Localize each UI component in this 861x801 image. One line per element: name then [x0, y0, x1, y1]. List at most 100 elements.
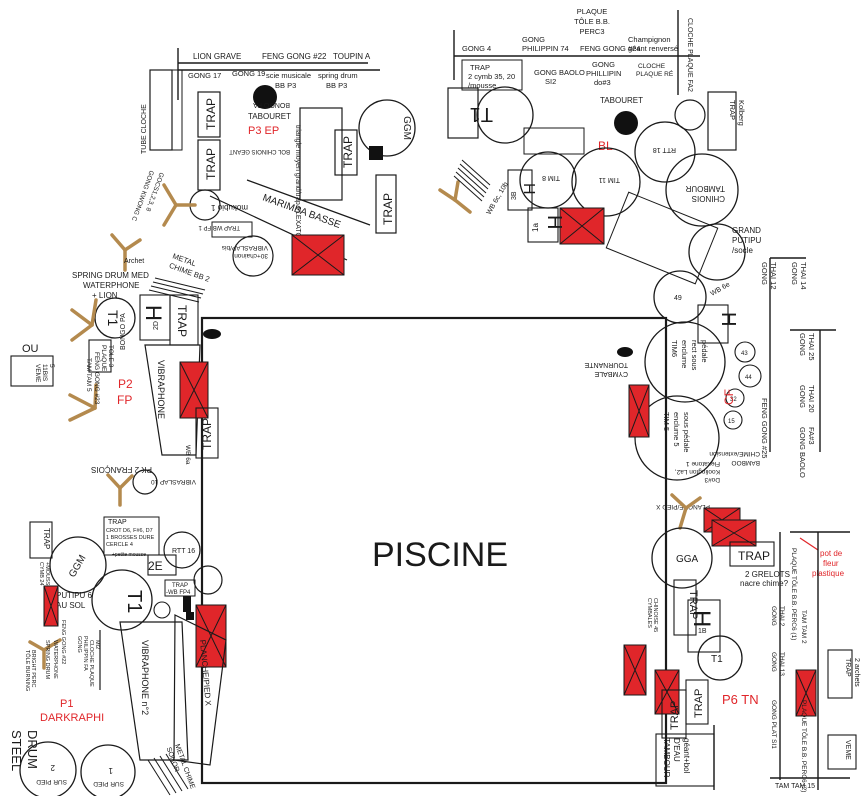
red-case-cross: [291, 234, 345, 276]
label-wb-6a: WB 6a: [184, 445, 191, 465]
vibraslap-circle: [232, 235, 274, 277]
pedal-oval: [203, 329, 221, 339]
label-cloche-plaque-mi: CLOCHE PLAQUEMI2: [88, 640, 100, 687]
red-case-cross: [43, 585, 59, 627]
label-trap-p6b: TRAP: [669, 701, 681, 730]
pedal-block: [369, 146, 383, 160]
trap-box: [685, 679, 709, 725]
grand-putipu: [688, 223, 746, 281]
t1-drum-left: [91, 569, 153, 631]
label-tambour-eau: TAMBOURD'EAUgéant+bol: [662, 738, 691, 778]
label-trap-p6: TRAP: [687, 590, 699, 619]
label-gong-19: GONG 19: [232, 69, 265, 78]
marimba-edge: [246, 179, 371, 226]
trap-box: [29, 521, 53, 559]
label-cymbale-tournante: CYMBALETOURNANTE: [584, 361, 628, 377]
stand-tripod: [68, 383, 98, 422]
h-stand-label: H: [688, 610, 715, 627]
red-case-cross: [559, 207, 605, 245]
label-gong-17: GONG 17: [188, 71, 221, 80]
label-vibraphone-top: VIBRAPHONE: [156, 360, 166, 419]
trap-wb-fp4-box: [164, 579, 196, 597]
tube-cloche-box: [149, 69, 173, 151]
label-gong-thai-13: GONGTHAI 13: [770, 652, 785, 676]
trap-box: [673, 579, 697, 636]
rtt-16-drum: [163, 531, 201, 569]
label-lion-grave: LION GRAVE: [193, 52, 241, 61]
h-stand-box: [687, 599, 721, 653]
label-sur-pied-1: SUR PIED: [93, 780, 124, 787]
label-tim-11: TIM 11: [599, 176, 620, 183]
stand-tripod: [106, 473, 134, 507]
label-bongo-pa-left: BONGO PA: [120, 313, 127, 350]
label-drum-1: 1: [108, 766, 113, 775]
label-ggm-top: GGM: [401, 116, 412, 140]
label-h-1b: 1B: [698, 628, 707, 635]
t1-drum-p6: [697, 635, 743, 681]
tabouret-stool-left: [253, 85, 277, 109]
label-plaque-tole-perc1: PLAQUE TÔLE B.B. PERC6 (1): [790, 548, 799, 640]
label-tam-tam-15: TAM TAM 15: [775, 783, 815, 790]
label-archet: Archet: [124, 258, 144, 265]
label-trap-p6c: TRAP: [693, 689, 705, 718]
h-stand-box: [507, 169, 533, 211]
drum-49: [653, 270, 707, 324]
label-gga: GGA: [676, 554, 699, 565]
stand-tripod: [670, 493, 702, 530]
trap-wb-box: [211, 221, 253, 238]
label-trap: TRAP: [381, 193, 395, 225]
label-crot-trap: TRAP: [108, 519, 127, 526]
stand-tripod: [70, 298, 98, 342]
gga-gong: [651, 527, 713, 589]
red-case-cross: [195, 604, 227, 668]
label-t1-top: T1: [470, 103, 493, 125]
plaque-tole3-box: [88, 339, 112, 373]
label-trap-wb: TRAP WB FP 1: [198, 224, 240, 230]
label-p6-tn: P6 TN: [722, 692, 759, 707]
label-trap: TRAP: [341, 136, 355, 168]
stand-tripod: [110, 233, 142, 272]
small-trap: [523, 127, 585, 155]
label-trap: TRAP: [175, 305, 189, 337]
label-gong-thai-20: GONGTHAI 20: [798, 385, 816, 413]
label-h-2b: 2D: [153, 321, 160, 330]
crot-trap-box: [103, 516, 160, 556]
label-steel-drum: STEELDRUM: [9, 730, 40, 771]
label-triangle-stack: triangle moyen grand/trap FLEXATONE 13: [294, 125, 301, 258]
tim5-drum: [634, 395, 720, 481]
red-case-cross: [179, 361, 209, 419]
label-ggm-left: GGM: [67, 553, 88, 579]
label-spring-drum-small: SPRING DRUM: [44, 640, 50, 680]
label-wb-6e: WB 6e: [710, 281, 732, 298]
red-case-cross: [795, 669, 817, 717]
label-t1-left: T1: [123, 590, 145, 613]
tube-rack: [171, 69, 183, 151]
steel-drum-1: [80, 744, 136, 800]
label-ou: OU: [22, 343, 39, 355]
label-plaque-tole3: PLAQUETOLE 3: [100, 345, 114, 372]
label-metal-chime: METALCHIME BB 2: [168, 251, 214, 283]
label-metal-chime-sonor: METAL CHIMESONOR: [165, 743, 196, 793]
chime-bars: [147, 753, 189, 796]
label-toupin-a: TOUPIN A: [333, 52, 371, 61]
trap-box: [375, 174, 397, 234]
stand-tripod: [438, 180, 472, 214]
ggm-gong-top: [358, 99, 416, 157]
trap-box: [197, 91, 221, 138]
red-case-cross: [623, 644, 647, 696]
label-trap-gga: TRAP: [738, 549, 770, 563]
label-vibraslap: VIBRASLAP/bis: [221, 244, 268, 251]
trap-box: [195, 407, 219, 459]
label-bb-p3-b: BB P3: [326, 81, 347, 90]
